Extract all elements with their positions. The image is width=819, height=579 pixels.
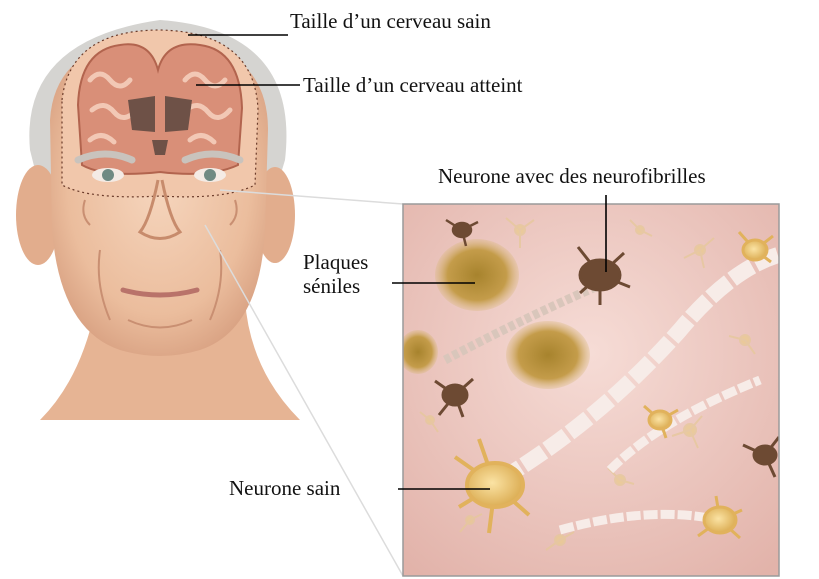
senile-plaque [398, 330, 438, 374]
senile-plaque [435, 239, 519, 311]
senile-plaque [506, 321, 590, 389]
label-neuron-with-tangles: Neurone avec des neurofibrilles [438, 164, 706, 188]
iris-left [102, 169, 114, 181]
tissue-magnification [398, 204, 779, 576]
label-senile-plaques-line1: Plaques [303, 250, 413, 274]
ventricle-right [165, 96, 192, 132]
label-senile-plaques-line2: séniles [303, 274, 413, 298]
label-senile-plaques: Plaques séniles [303, 250, 413, 298]
iris-right [204, 169, 216, 181]
label-healthy-brain-size: Taille d’un cerveau sain [290, 9, 491, 33]
ventricle-left [128, 96, 155, 132]
label-healthy-neuron: Neurone sain [229, 476, 340, 500]
label-affected-brain-size: Taille d’un cerveau atteint [303, 73, 523, 97]
elderly-head [16, 20, 300, 420]
